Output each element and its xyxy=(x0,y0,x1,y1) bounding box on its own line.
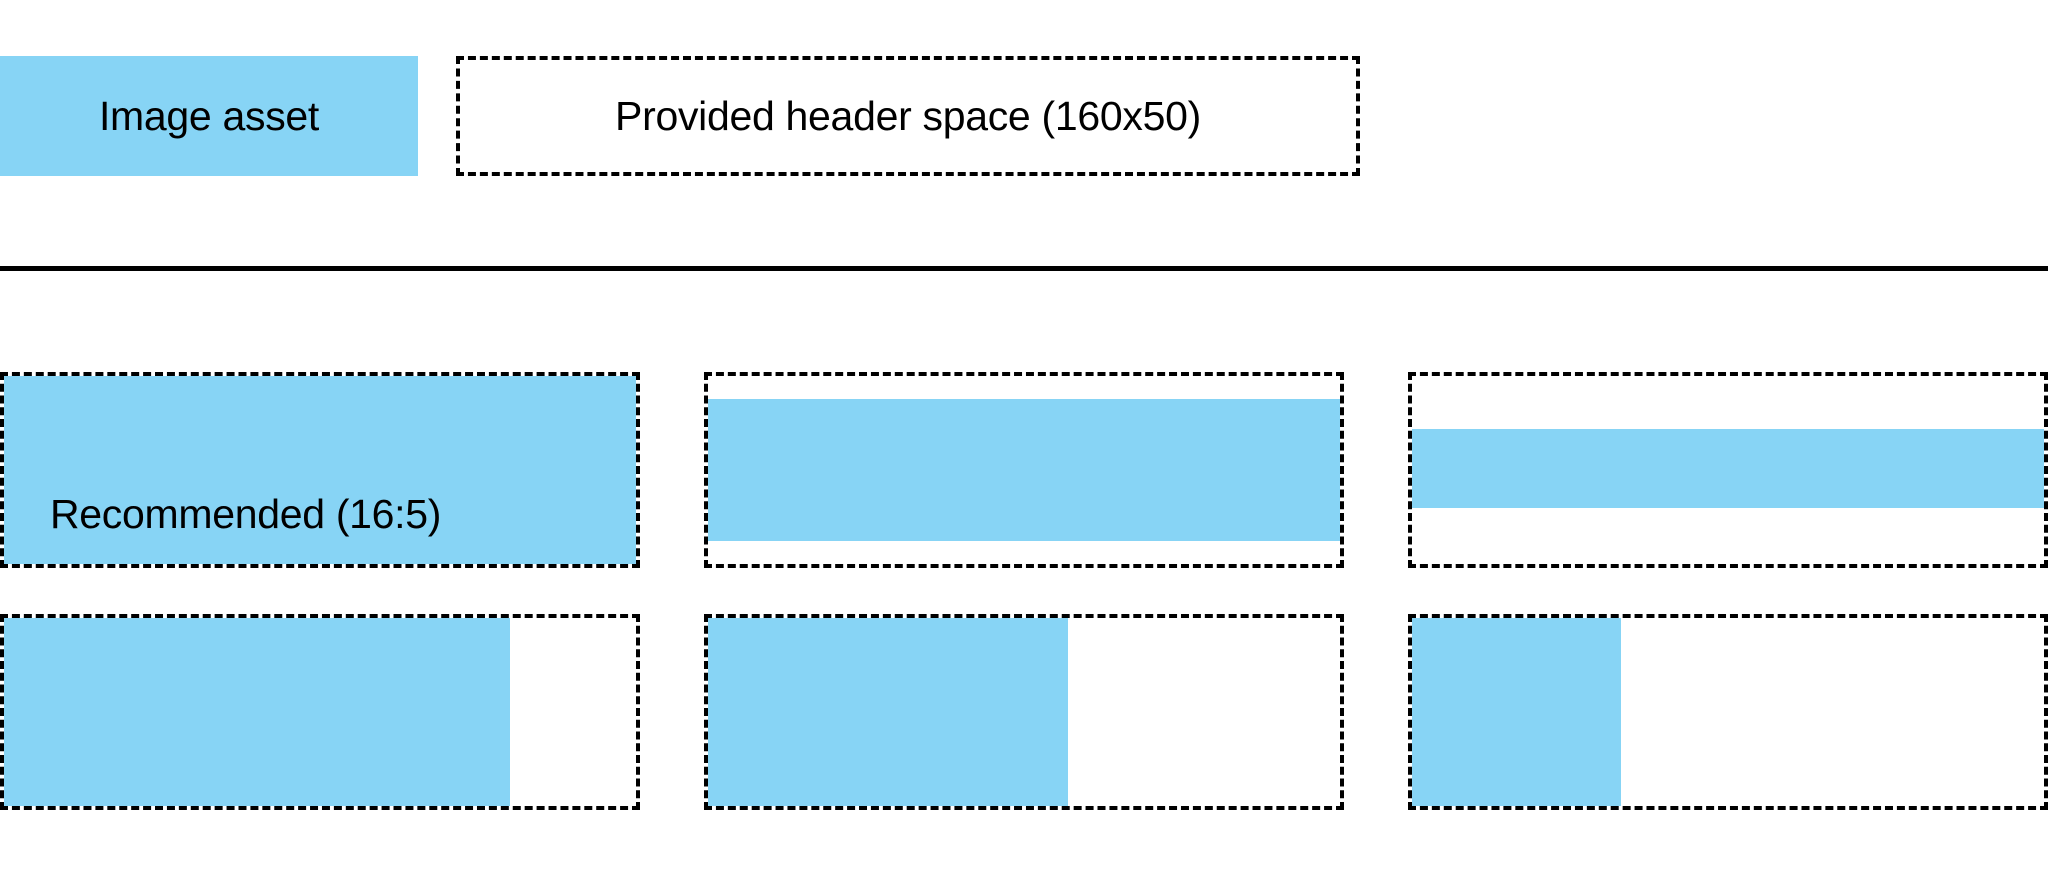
aspect-ratio-cell xyxy=(1408,614,2048,810)
aspect-ratio-cell xyxy=(704,372,1344,568)
image-asset-fill xyxy=(4,376,636,564)
header-zone: Image asset Provided header space (160x5… xyxy=(0,56,2048,176)
aspect-ratio-cell xyxy=(704,614,1344,810)
image-asset-swatch: Image asset xyxy=(0,56,418,176)
recommended-ratio-label: Recommended (16:5) xyxy=(50,491,442,537)
image-asset-fill xyxy=(1412,618,1621,806)
aspect-ratio-cell xyxy=(1408,372,2048,568)
image-asset-fill xyxy=(4,618,510,806)
aspect-ratio-cell xyxy=(0,614,640,810)
provided-header-space-box: Provided header space (160x50) xyxy=(456,56,1360,176)
aspect-ratio-cell: Recommended (16:5) xyxy=(0,372,640,568)
aspect-ratio-row xyxy=(0,614,2048,810)
image-asset-fill xyxy=(708,398,1340,542)
image-asset-label: Image asset xyxy=(98,92,320,139)
image-asset-fill xyxy=(708,618,1069,806)
provided-header-space-label: Provided header space (160x50) xyxy=(615,92,1201,139)
aspect-ratio-row: Recommended (16:5) xyxy=(0,372,2048,568)
image-asset-fill xyxy=(1412,428,2044,508)
aspect-ratio-grid: Recommended (16:5) xyxy=(0,372,2048,856)
section-divider xyxy=(0,266,2048,271)
